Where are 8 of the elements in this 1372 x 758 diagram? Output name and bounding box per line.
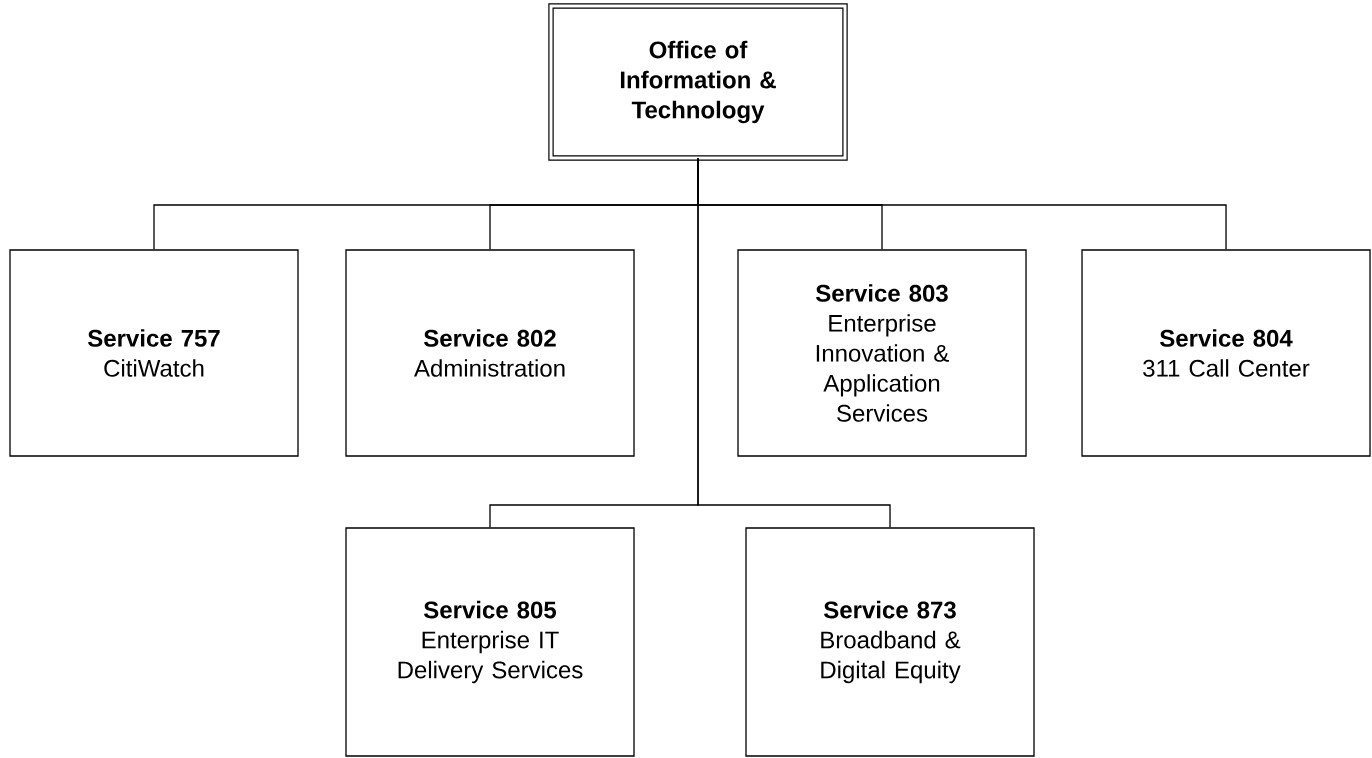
service-box: Service 873 Broadband & Digital Equity <box>745 527 1035 757</box>
connector-line <box>697 157 891 528</box>
heading-box: Office of Information & Technology <box>548 3 848 161</box>
service-box: Service 802 Administration <box>345 249 635 457</box>
service-box: Service 757 CitiWatch <box>9 249 299 457</box>
service-box: Service 804 311 Call Center <box>1081 249 1371 457</box>
service-box: Service 805 Enterprise IT Delivery Services <box>345 527 635 757</box>
service-box: Service 803 Enterprise Innovation & Application Services <box>737 249 1027 457</box>
